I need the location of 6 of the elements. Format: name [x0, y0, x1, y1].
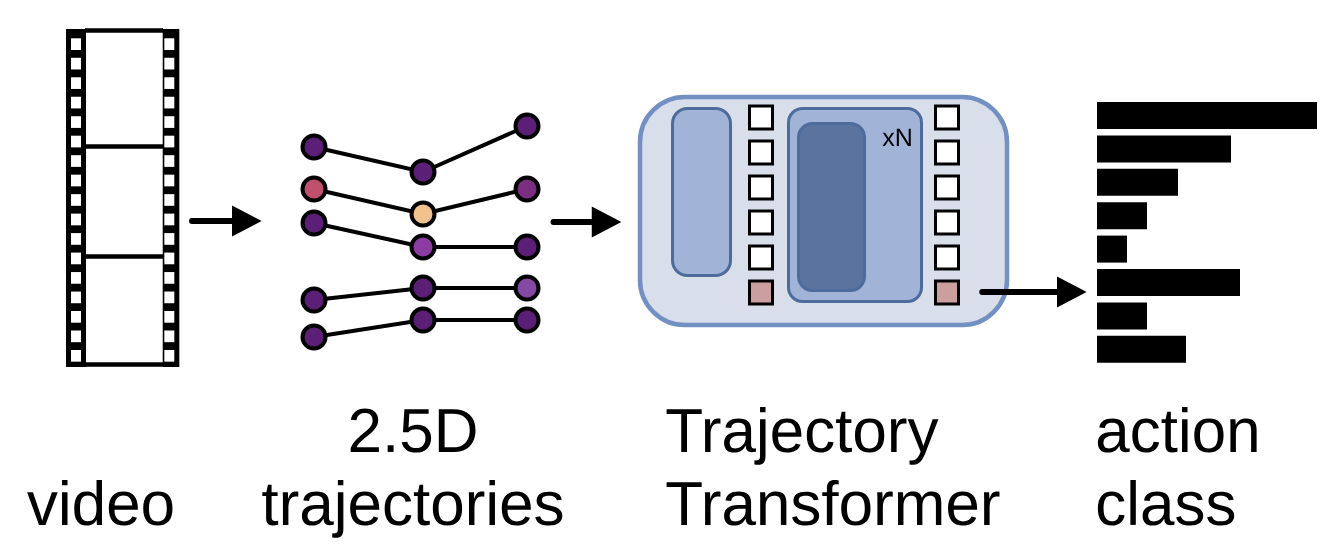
rounded-box — [797, 122, 866, 292]
rounded-box — [671, 107, 732, 277]
node-label: Trajectory Transformer — [666, 406, 1000, 526]
node-label: action class — [1097, 406, 1257, 526]
node-label: video — [27, 479, 173, 526]
node-label: 2.5D trajectories — [262, 408, 563, 538]
